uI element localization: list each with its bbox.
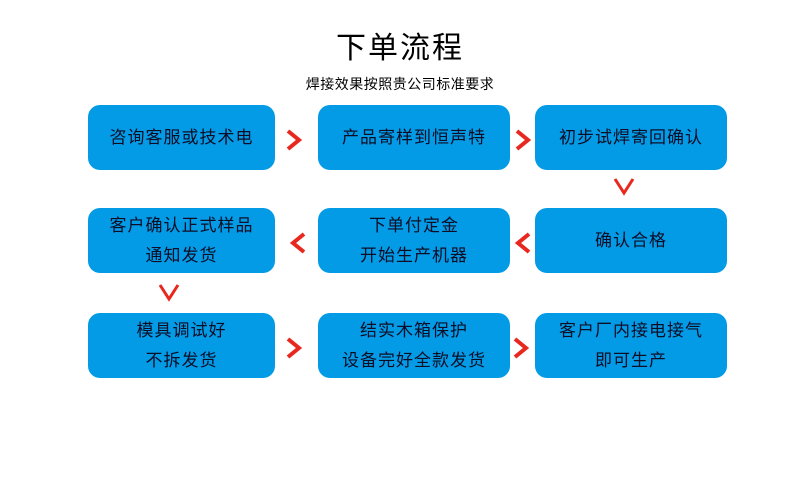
flow-box-step-2[interactable]: 产品寄样到恒声特 [318, 105, 510, 170]
flow-box-line: 客户确认正式样品 [109, 215, 254, 236]
flow-box-step-7[interactable]: 模具调试好 不拆发货 [88, 313, 275, 378]
flow-box-line: 结实木箱保护 [360, 320, 468, 341]
flow-box-step-1[interactable]: 咨询客服或技术电 [88, 105, 275, 170]
flow-box-line: 确认合格 [595, 230, 667, 251]
flow-box-line: 开始生产机器 [360, 245, 468, 266]
flow-box-step-8[interactable]: 结实木箱保护 设备完好全款发货 [318, 313, 510, 378]
flow-box-line: 通知发货 [145, 245, 218, 266]
flow-box-line: 下单付定金 [369, 215, 459, 236]
page-subtitle: 焊接效果按照贵公司标准要求 [305, 77, 495, 93]
flow-box-line: 模具调试好 [136, 320, 227, 341]
flow-box-step-4[interactable]: 确认合格 [535, 208, 727, 273]
flow-box-line: 设备完好全款发货 [342, 350, 486, 371]
arrow-right-icon-conn-7-8 [284, 335, 304, 361]
flow-box-step-9[interactable]: 客户厂内接电接气 即可生产 [535, 313, 727, 378]
flow-box-line: 初步试焊寄回确认 [559, 127, 703, 148]
arrow-left-icon-conn-5-6 [288, 230, 308, 256]
flow-box-line: 客户厂内接电接气 [559, 320, 703, 341]
arrow-down-icon-conn-6-7 [156, 282, 182, 304]
flow-box-line: 产品寄样到恒声特 [342, 127, 486, 148]
flow-box-line: 咨询客服或技术电 [109, 127, 254, 148]
flow-box-line: 不拆发货 [145, 350, 218, 371]
arrow-right-icon-conn-8-9 [511, 335, 531, 361]
flow-box-line: 即可生产 [595, 350, 667, 371]
flow-box-step-5[interactable]: 下单付定金 开始生产机器 [318, 208, 510, 273]
arrow-left-icon-conn-4-5 [513, 230, 533, 256]
page-title: 下单流程 [336, 31, 464, 66]
flow-box-step-6[interactable]: 客户确认正式样品 通知发货 [88, 208, 275, 273]
arrow-down-icon-conn-3-4 [611, 176, 637, 198]
arrow-right-icon-conn-2-3 [513, 127, 533, 153]
arrow-right-icon-conn-1-2 [284, 127, 304, 153]
flow-box-step-3[interactable]: 初步试焊寄回确认 [535, 105, 727, 170]
